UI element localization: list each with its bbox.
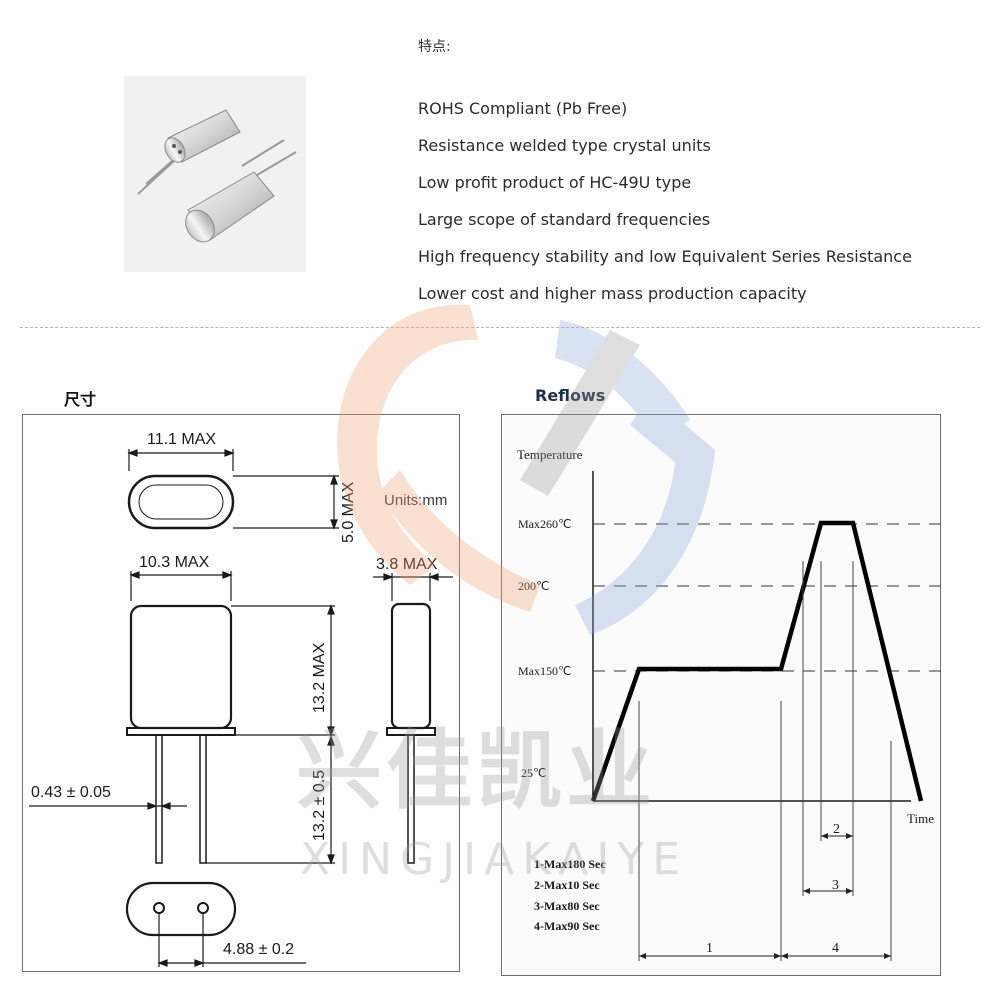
temp-level-200: 200℃ [518, 579, 549, 593]
interval-4-label: 4 [832, 941, 839, 956]
y-axis-label: Temperature [517, 447, 583, 462]
lead-length-label: 13.2 ± 0.5 [311, 770, 328, 841]
feature-item: Lower cost and higher mass production ca… [418, 284, 807, 303]
temp-level-25: 25℃ [521, 766, 546, 780]
units-label: Units:mm [384, 492, 447, 509]
features-list: ROHS Compliant (Pb Free) Resistance weld… [418, 90, 912, 312]
crystal-photo-illustration [137, 109, 297, 243]
feature-item: Low profit product of HC-49U type [418, 173, 692, 192]
thickness-label: 5.0 MAX [340, 481, 357, 543]
reflow-heading: Reflows [535, 386, 606, 405]
pitch-label: 4.88 ± 0.2 [223, 941, 294, 958]
interval-3-label: 3 [832, 878, 839, 893]
body-width-label: 10.3 MAX [139, 554, 210, 571]
legend-item: 1-Max180 Sec [534, 857, 606, 871]
body-height-label: 13.2 MAX [311, 642, 328, 713]
width-top-label: 11.1 MAX [147, 431, 216, 448]
interval-2-label: 2 [833, 822, 840, 837]
dimension-drawing: 11.1 MAX 5.0 MAX Units:mm 10.3 MAX 13.2 … [29, 431, 453, 967]
legend-item: 3-Max80 Sec [534, 899, 600, 913]
side-width-label: 3.8 MAX [376, 556, 438, 573]
reflow-profile-panel: Temperature Time Max260℃ 200℃ Max150℃ 25… [501, 414, 941, 976]
feature-item: High frequency stability and low Equival… [418, 247, 912, 266]
feature-item: Resistance welded type crystal units [418, 136, 711, 155]
feature-item: Large scope of standard frequencies [418, 210, 711, 229]
temp-level-150: Max150℃ [518, 664, 571, 678]
reflow-curve [590, 520, 924, 802]
dimensions-heading: 尺寸 [64, 390, 97, 409]
x-axis-label: Time [907, 811, 934, 826]
feature-item: ROHS Compliant (Pb Free) [418, 99, 628, 118]
legend-item: 4-Max90 Sec [534, 919, 600, 933]
section-divider [20, 327, 980, 328]
interval-1-label: 1 [706, 941, 713, 956]
features-title: 特点: [418, 39, 451, 55]
legend-item: 2-Max10 Sec [534, 878, 600, 892]
lead-diameter-label: 0.43 ± 0.05 [31, 784, 111, 801]
dimension-drawing-panel: 11.1 MAX 5.0 MAX Units:mm 10.3 MAX 13.2 … [22, 414, 460, 972]
reflow-profile-diagram: Temperature Time Max260℃ 200℃ Max150℃ 25… [517, 447, 941, 961]
temp-level-260: Max260℃ [518, 517, 571, 531]
product-photo [124, 76, 306, 272]
